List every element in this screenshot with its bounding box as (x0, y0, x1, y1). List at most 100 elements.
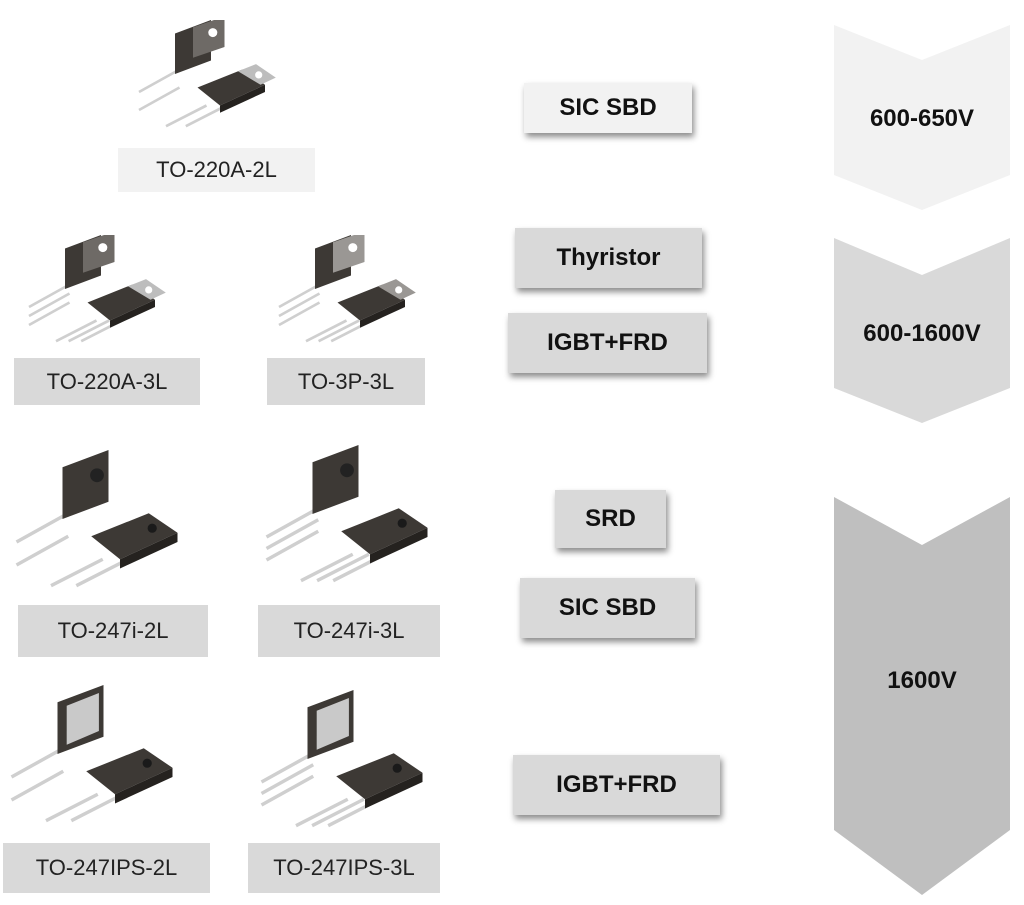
package-body (91, 513, 178, 560)
lead (50, 557, 104, 588)
chevron-shape (834, 25, 1010, 210)
voltage-label: 600-1600V (863, 320, 981, 347)
package-body (341, 508, 428, 555)
lead (265, 506, 320, 539)
package-edge (120, 532, 178, 569)
lead (138, 68, 181, 94)
lead (10, 746, 65, 779)
package-image-to247i-2l (15, 450, 178, 588)
mount-hole (142, 758, 152, 768)
voltage-chevron-600-650v: 600-650V (834, 25, 1010, 211)
package-image-to3p-3l (278, 235, 416, 343)
lead (278, 292, 321, 318)
mount-hole (397, 518, 407, 528)
package-body (337, 284, 405, 321)
lead (70, 792, 124, 823)
package-drawing (260, 690, 423, 828)
device-box-igbt-frd: IGBT+FRD (513, 755, 720, 815)
lead (138, 86, 181, 112)
device-box-thyristor: Thyristor (515, 228, 702, 288)
lead (45, 792, 99, 823)
lead (75, 557, 129, 588)
device-box-srd: SRD (555, 490, 666, 548)
lead (67, 319, 110, 343)
package-drawing (138, 20, 276, 128)
chevron-shape (834, 497, 1010, 895)
package-body (312, 445, 359, 514)
lead (265, 518, 320, 551)
package-drawing (265, 445, 428, 583)
lead (165, 104, 208, 128)
package-drawing (15, 450, 178, 588)
lead (15, 511, 70, 544)
package-image-to247ips-3l (260, 690, 423, 828)
heatsink-tab (333, 235, 365, 273)
device-box-sic-sbd: SIC SBD (520, 578, 695, 638)
mount-hole (98, 243, 108, 253)
isolation-pad (66, 693, 99, 745)
heatsink-tab (193, 20, 225, 58)
lead (28, 301, 71, 327)
package-edge (115, 767, 173, 804)
lead (311, 797, 365, 828)
package-drawing (10, 685, 173, 823)
mount-hole (255, 71, 263, 79)
lead (55, 319, 98, 343)
lead (278, 283, 321, 309)
package-drawing (28, 235, 166, 343)
package-image-to247ips-2l (10, 685, 173, 823)
package-label: TO-247i-3L (258, 605, 440, 657)
lead (28, 292, 71, 318)
package-edge (365, 772, 423, 809)
mount-hole (348, 243, 358, 253)
package-edge (360, 299, 405, 328)
lead (15, 534, 70, 567)
lead (185, 104, 227, 128)
package-label: TO-247IPS-3L (248, 843, 440, 893)
package-drawing (278, 235, 416, 343)
mount-hole (145, 286, 153, 294)
mount-hole (208, 28, 218, 38)
package-body (336, 753, 423, 800)
mount-hole (395, 286, 403, 294)
package-label: TO-3P-3L (267, 358, 425, 405)
voltage-label: 1600V (887, 667, 957, 694)
package-body (86, 748, 173, 795)
isolation-pad (316, 698, 349, 750)
package-body (197, 69, 265, 106)
lead (317, 319, 360, 343)
mount-hole (90, 468, 104, 483)
lead (10, 769, 65, 802)
device-box-igbt-frd: IGBT+FRD (508, 313, 707, 373)
lead (28, 283, 71, 309)
mount-hole (147, 523, 157, 533)
mount-hole (340, 463, 354, 478)
package-label: TO-247IPS-2L (3, 843, 210, 893)
package-body (87, 284, 155, 321)
lead (316, 552, 370, 583)
package-edge (110, 299, 155, 328)
package-body (62, 450, 109, 519)
voltage-chevron-1600v: 1600V (834, 497, 1010, 897)
voltage-label: 600-650V (869, 105, 975, 132)
package-image-to247i-3l (265, 445, 428, 583)
package-label: TO-220A-3L (14, 358, 200, 405)
lead (260, 751, 315, 784)
package-label: TO-220A-2L (118, 148, 315, 192)
lead (265, 529, 320, 562)
lead (295, 797, 349, 828)
lead (260, 763, 315, 796)
device-box-sic-sbd: SIC SBD (524, 83, 692, 133)
voltage-chevron-600-1600v: 600-1600V (834, 238, 1010, 424)
package-label: TO-247i-2L (18, 605, 208, 657)
lead (260, 774, 315, 807)
lead (305, 319, 348, 343)
mount-hole (392, 763, 402, 773)
package-edge (220, 84, 265, 113)
package-image-to220a-3l (28, 235, 166, 343)
heatsink-tab (83, 235, 115, 273)
chevron-shape (834, 238, 1010, 423)
package-edge (370, 527, 428, 564)
lead (300, 552, 354, 583)
